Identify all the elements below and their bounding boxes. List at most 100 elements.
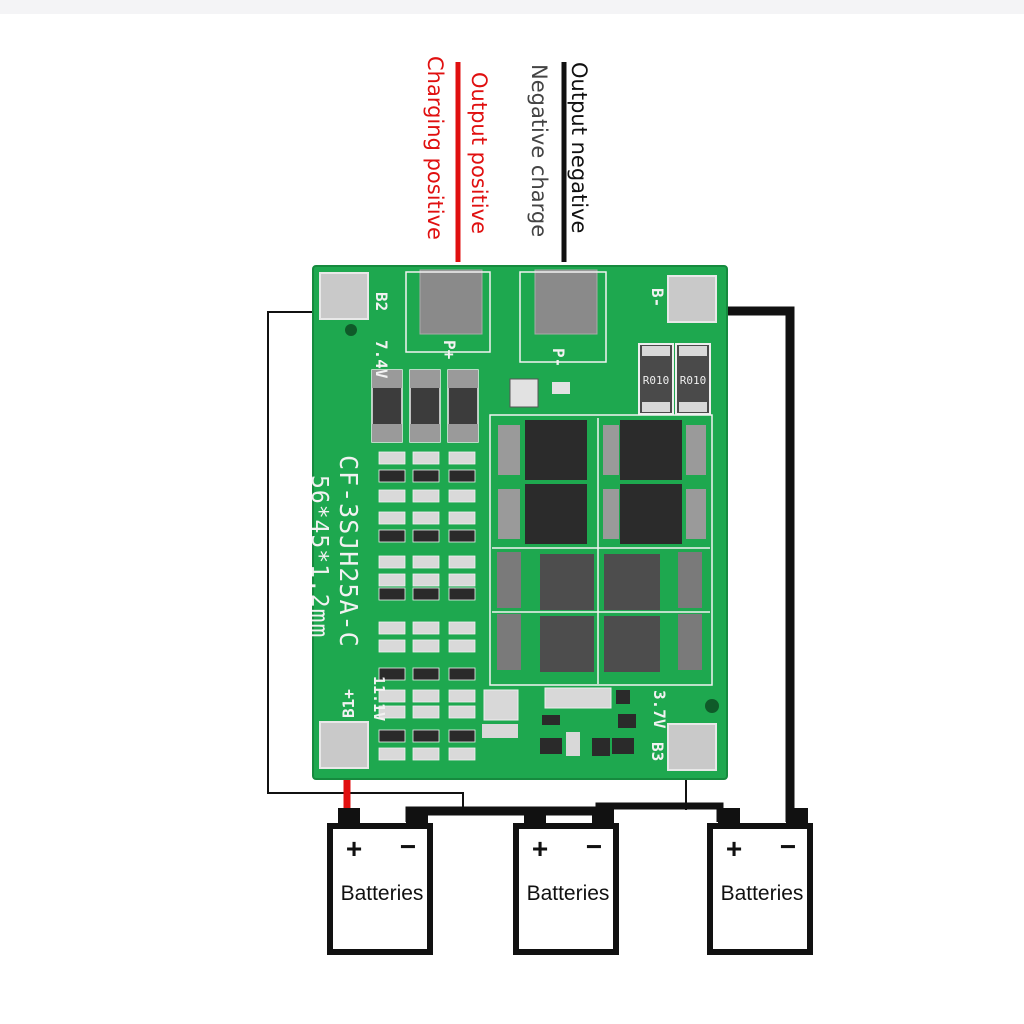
battery-body: [707, 823, 813, 955]
battery-terminal-negative: [406, 808, 428, 826]
smd-component: [412, 689, 440, 703]
smd-component: [378, 639, 406, 653]
battery-terminal-positive: [338, 808, 360, 826]
smd-component: [412, 621, 440, 635]
pin-p-minus-label: P-: [549, 348, 568, 367]
smd-component: [412, 729, 440, 743]
mosfet-group: [492, 418, 710, 684]
smd-component: [378, 529, 406, 543]
smd-component: [448, 529, 476, 543]
series-link-2: [595, 802, 724, 822]
smd-component: [378, 705, 406, 719]
smd-component-grid: [378, 451, 476, 761]
pad-b2: [319, 272, 369, 320]
battery-terminal-positive: [524, 808, 546, 826]
battery-body: [327, 823, 433, 955]
smd-component: [448, 639, 476, 653]
smd-component: [412, 667, 440, 681]
charging-positive-label: Charging positive: [423, 56, 447, 240]
smd-component: [412, 587, 440, 601]
voltage-11v1-label: 11.1V: [370, 676, 388, 721]
smd-component: [448, 729, 476, 743]
board-model: CF-3SJH25A-C: [334, 455, 363, 648]
battery-minus-sign: −: [780, 831, 796, 862]
smd-component: [412, 489, 440, 503]
smd-component: [448, 621, 476, 635]
smd-component: [412, 705, 440, 719]
pad-b-minus-label: B-: [648, 288, 667, 307]
smd-component: [412, 555, 440, 569]
smd-component: [378, 729, 406, 743]
output-positive-label: Output positive: [467, 72, 491, 234]
smd-component: [378, 621, 406, 635]
output-negative-label: Output negative: [567, 62, 591, 233]
smd-component: [378, 689, 406, 703]
battery-plus-sign: +: [346, 833, 362, 864]
pad-b2-label: B2: [372, 292, 391, 311]
smd-component: [378, 555, 406, 569]
battery-terminal-negative: [592, 808, 614, 826]
smd-component: [412, 639, 440, 653]
smd-component: [552, 382, 570, 394]
pad-p-plus: [419, 269, 483, 335]
battery-label: Batteries: [527, 882, 610, 905]
smd-component: [448, 705, 476, 719]
smd-component: [448, 747, 476, 761]
top-band: [0, 0, 1024, 14]
pin-p-plus-label: P+: [440, 340, 459, 360]
battery-terminal-positive: [718, 808, 740, 826]
smd-component: [412, 469, 440, 483]
battery-minus-sign: −: [586, 831, 602, 862]
smd-component: [448, 573, 476, 587]
battery: +−Batteries: [513, 808, 619, 955]
board-size: 56*45*1.2mm: [306, 475, 332, 638]
smd-component: [378, 667, 406, 681]
battery: + − Batteries: [707, 808, 813, 955]
smd-component: [378, 573, 406, 587]
pad-b3-label: B3: [648, 742, 667, 761]
pad-b-minus: [667, 275, 717, 323]
smd-component: [448, 489, 476, 503]
mosfet-area: [489, 414, 713, 686]
b-minus-wire: [722, 306, 795, 822]
pad-b1-plus-label: B1+: [339, 689, 358, 718]
smd-component: [378, 469, 406, 483]
smd-component: [412, 573, 440, 587]
bottom-components: [482, 687, 636, 756]
battery-plus-sign: +: [726, 833, 742, 864]
battery: + − Batteries: [327, 808, 433, 955]
b2-wire: [267, 311, 464, 812]
smd-component: [448, 469, 476, 483]
pad-b1-plus: [319, 721, 369, 769]
pad-p-minus: [534, 269, 598, 335]
battery-minus-sign: −: [400, 831, 416, 862]
series-link-1b: [405, 806, 599, 822]
smd-component: [412, 529, 440, 543]
smd-component: [412, 511, 440, 525]
smd-component: [412, 451, 440, 465]
smd-component: [448, 689, 476, 703]
battery-label: Batteries: [721, 882, 804, 905]
smd-component: [448, 587, 476, 601]
smd-component: [412, 747, 440, 761]
mount-hole: [705, 699, 719, 713]
voltage-7v4-label: 7.4V: [372, 340, 391, 379]
resistor-code: R010: [643, 374, 670, 387]
battery-pack: +−Batteries+−Batteries+−Batteries: [327, 808, 813, 955]
component-column: [371, 369, 479, 443]
smd-component: [448, 667, 476, 681]
smd-component: [378, 587, 406, 601]
smd-component: [378, 511, 406, 525]
battery-body: [513, 823, 619, 955]
voltage-3v7-label: 3.7V: [650, 690, 669, 729]
smd-component: [509, 378, 539, 408]
resistor-code: R010: [680, 374, 707, 387]
negative-charge-label: Negative charge: [527, 64, 551, 237]
smd-component: [378, 451, 406, 465]
smd-component: [448, 451, 476, 465]
pcb-board: R010 R010: [306, 265, 728, 780]
pad-b3: [667, 723, 717, 771]
battery-terminal-negative: [786, 808, 808, 826]
battery-label: Batteries: [341, 882, 424, 905]
